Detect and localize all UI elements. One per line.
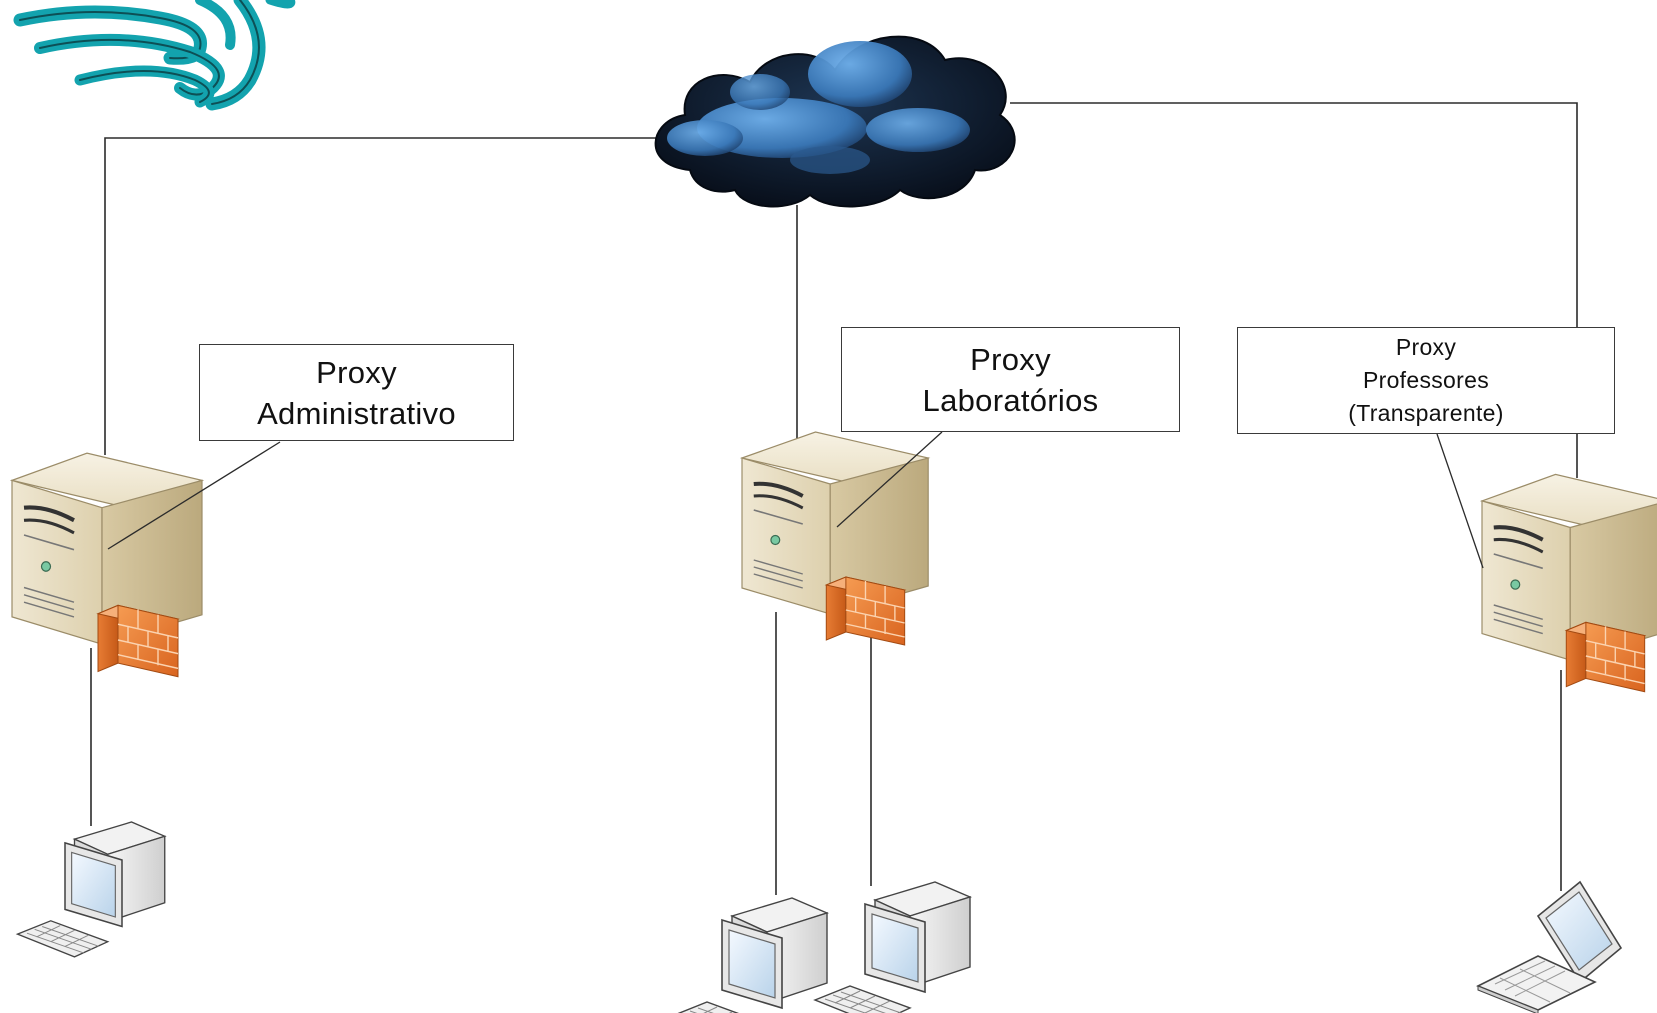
labs-desktop-computer-icon-1 <box>671 897 828 1013</box>
admin-desktop-computer-icon <box>16 821 166 958</box>
labs-desktop-computer-icon-2 <box>814 881 971 1013</box>
label-proxy-professores-line3: (Transparente) <box>1348 400 1504 426</box>
network-links <box>90 102 1578 895</box>
label-proxy-professores-line1: Proxy <box>1395 334 1457 360</box>
label-callouts <box>107 431 1484 569</box>
server-admin-icon <box>12 453 202 677</box>
squid-logo <box>13 0 296 111</box>
label-proxy-laboratorios: Proxy Laboratórios <box>841 327 1180 432</box>
server-profs-icon <box>1482 474 1657 691</box>
label-proxy-administrativo-line1: Proxy <box>316 354 397 390</box>
label-proxy-professores-line2: Professores <box>1362 367 1489 393</box>
label-proxy-administrativo-line2: Administrativo <box>257 395 456 431</box>
label-proxy-professores: Proxy Professores (Transparente) <box>1237 327 1615 434</box>
link-cloud-admin <box>104 137 668 455</box>
label-proxy-laboratorios-line2: Laboratórios <box>922 382 1099 418</box>
internet-cloud-icon <box>654 35 1016 208</box>
label-proxy-administrativo: Proxy Administrativo <box>199 344 514 441</box>
profs-laptop-icon <box>1476 880 1623 1013</box>
label-proxy-laboratorios-line1: Proxy <box>970 341 1051 377</box>
server-labs-icon <box>740 430 931 647</box>
